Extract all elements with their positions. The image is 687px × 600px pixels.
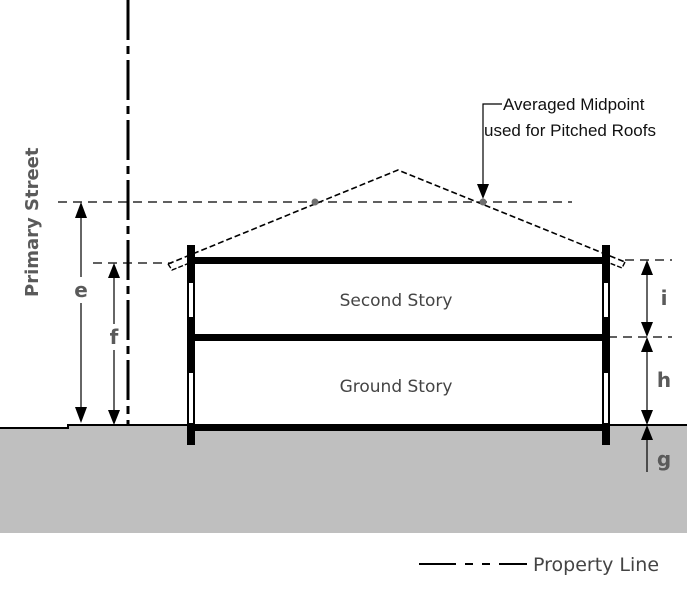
second-floor-slab [187, 334, 610, 341]
dimension-f-arrow-bottom [108, 410, 120, 425]
pitched-roof [167, 169, 626, 265]
dimension-i-arrow-top [641, 260, 653, 275]
callout-arrowhead [477, 184, 489, 199]
second-story-label: Second Story [340, 291, 453, 311]
dimension-h-arrow-bottom [641, 410, 653, 425]
wall-left [187, 245, 195, 445]
callout-label-line1: Averaged Midpoint [503, 95, 645, 114]
dimension-g-label: g [657, 447, 671, 471]
dimension-e-arrow-bottom [75, 407, 87, 423]
midpoint-dot-left [311, 198, 319, 206]
dimension-i-arrow-bottom [641, 322, 653, 337]
dimension-e-arrow-top [75, 202, 87, 218]
roof-eave-right [606, 261, 626, 269]
legend-property-line-label: Property Line [533, 554, 659, 576]
wall-left-window-upper [189, 283, 193, 317]
primary-street-label: Primary Street [22, 147, 43, 297]
dimension-h-label: h [657, 368, 671, 392]
dimension-i-label: i [661, 286, 668, 310]
dimension-h-arrow-top [641, 337, 653, 352]
midpoint-dot-right [479, 198, 487, 206]
roof-slab [187, 257, 610, 264]
wall-right [602, 245, 610, 445]
wall-right-window-upper [604, 283, 608, 317]
callout-leader [482, 103, 502, 188]
ground-floor-slab [187, 424, 610, 431]
dimension-f-arrow-top [108, 263, 120, 278]
callout-label-line2: used for Pitched Roofs [484, 121, 656, 140]
dimension-e-label-bg [72, 277, 90, 303]
wall-right-window-lower [604, 373, 608, 423]
wall-left-window-lower [189, 373, 193, 423]
ground-area [0, 425, 687, 533]
dimension-f-label-bg [105, 324, 123, 350]
dimension-g-arrow-top [641, 425, 653, 440]
legend-property-line: Property Line [419, 554, 659, 576]
dimension-f-label: f [110, 325, 119, 349]
roof-eave-left [167, 261, 193, 271]
ground-story-label: Ground Story [340, 377, 453, 397]
dimension-e-label: e [74, 278, 88, 302]
